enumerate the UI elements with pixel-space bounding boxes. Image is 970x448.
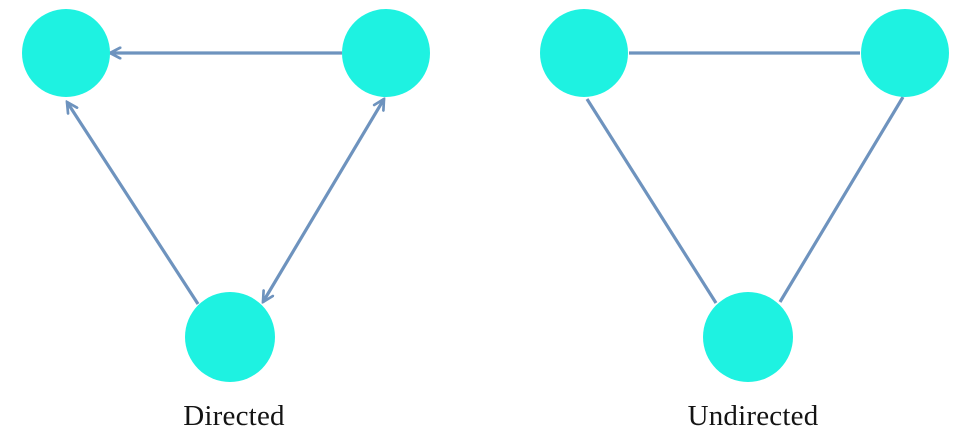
node-undirected-bottom [703,292,793,382]
edge-bottom-to-top-right [263,99,384,302]
directed-graph-label: Directed [183,400,285,432]
node-undirected-top-right [861,9,949,97]
graph-directed [22,9,430,382]
edge-top-right-to-bottom [778,96,905,303]
node-undirected-top-left [540,9,628,97]
edge-top-left-to-bottom [585,98,718,304]
undirected-graph-label: Undirected [687,400,819,432]
node-directed-top-right [342,9,430,97]
node-directed-top-left [22,9,110,97]
node-directed-bottom [185,292,275,382]
edge-bottom-to-top-left [67,102,200,305]
graph-undirected [540,9,949,382]
